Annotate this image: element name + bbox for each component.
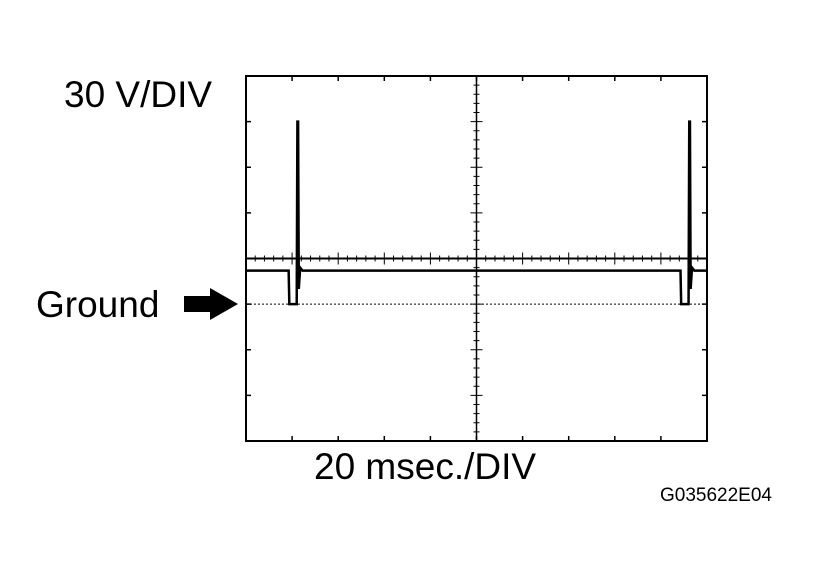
figure-code: G035622E04 bbox=[660, 485, 772, 506]
ground-label: Ground bbox=[36, 284, 160, 325]
right-arrow-icon bbox=[184, 288, 238, 320]
time-per-div-label: 20 msec./DIV bbox=[314, 446, 537, 487]
waveform-trace bbox=[246, 120, 707, 306]
volts-per-div-label: 30 V/DIV bbox=[64, 74, 213, 115]
